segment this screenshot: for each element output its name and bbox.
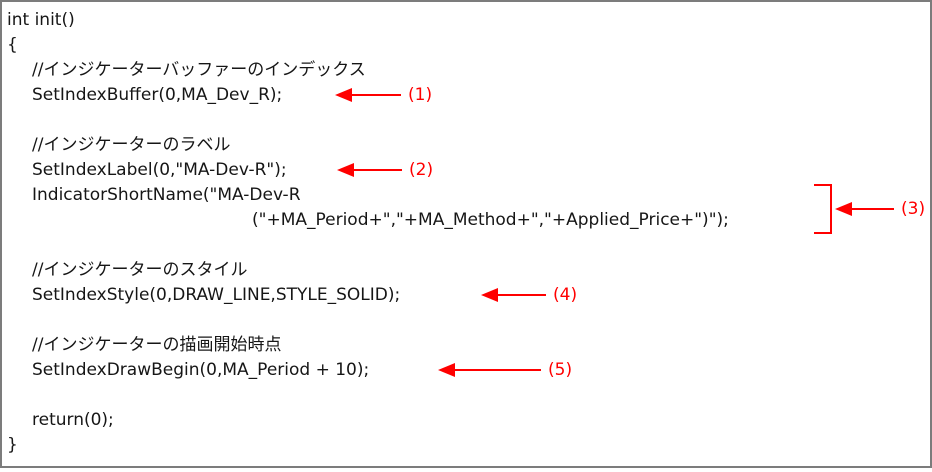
- code-text: }: [7, 435, 18, 455]
- code-text: SetIndexBuffer(0,MA_Dev_R);: [32, 85, 283, 105]
- annotation-label-5: (5): [548, 360, 573, 380]
- code-text: int init(): [7, 10, 75, 30]
- code-line-comment-buffer-index: //インジケーターバッファーのインデックス: [2, 58, 930, 83]
- annotation-arrow-2: (2): [337, 160, 433, 180]
- code-line-blank: [2, 108, 930, 133]
- arrow-line: [498, 294, 546, 296]
- code-comment: //インジケーターのスタイル: [32, 260, 248, 280]
- code-text: IndicatorShortName("MA-Dev-R: [32, 185, 301, 205]
- code-text: {: [7, 35, 18, 55]
- code-block: int init() { //インジケーターバッファーのインデックス SetIn…: [2, 8, 930, 458]
- code-line-indicatorshortname-continuation: ("+MA_Period+","+MA_Method+","+Applied_P…: [2, 208, 930, 233]
- code-text: SetIndexStyle(0,DRAW_LINE,STYLE_SOLID);: [32, 285, 401, 305]
- code-line-indicatorshortname: IndicatorShortName("MA-Dev-R: [2, 183, 930, 208]
- left-arrow-icon: [337, 163, 354, 177]
- code-comment: //インジケーターの描画開始時点: [32, 335, 282, 355]
- annotation-arrow-1: (1): [335, 85, 432, 105]
- arrow-line: [352, 94, 401, 96]
- code-line-setindexbuffer: SetIndexBuffer(0,MA_Dev_R);: [2, 83, 930, 108]
- arrow-line: [852, 208, 894, 210]
- code-line-setindexdrawbegin: SetIndexDrawBegin(0,MA_Period + 10);: [2, 358, 930, 383]
- code-comment: //インジケーターのラベル: [32, 135, 231, 155]
- left-arrow-icon: [835, 202, 852, 216]
- code-line-return: return(0);: [2, 408, 930, 433]
- code-line-comment-style: //インジケーターのスタイル: [2, 258, 930, 283]
- code-line-setindexstyle: SetIndexStyle(0,DRAW_LINE,STYLE_SOLID);: [2, 283, 930, 308]
- annotation-arrow-4: (4): [481, 285, 577, 305]
- annotation-arrow-3: (3): [835, 199, 925, 219]
- code-line-blank: [2, 383, 930, 408]
- code-line-comment-draw-begin: //インジケーターの描画開始時点: [2, 333, 930, 358]
- annotation-label-1: (1): [408, 85, 433, 105]
- annotation-label-4: (4): [553, 285, 578, 305]
- code-line-function-signature: int init(): [2, 8, 930, 33]
- code-text: ("+MA_Period+","+MA_Method+","+Applied_P…: [252, 210, 729, 230]
- code-text: return(0);: [32, 410, 114, 430]
- code-line-close-brace: }: [2, 433, 930, 458]
- annotation-label-3: (3): [901, 199, 926, 219]
- left-arrow-icon: [335, 88, 352, 102]
- arrow-line: [455, 369, 541, 371]
- span-bracket-icon: [814, 184, 832, 234]
- code-comment: //インジケーターバッファーのインデックス: [32, 60, 366, 80]
- arrow-line: [354, 169, 402, 171]
- code-text: SetIndexDrawBegin(0,MA_Period + 10);: [32, 360, 370, 380]
- annotation-label-2: (2): [409, 160, 434, 180]
- left-arrow-icon: [481, 288, 498, 302]
- code-line-comment-label: //インジケーターのラベル: [2, 133, 930, 158]
- code-line-open-brace: {: [2, 33, 930, 58]
- left-arrow-icon: [438, 363, 455, 377]
- code-line-blank: [2, 308, 930, 333]
- annotation-arrow-5: (5): [438, 360, 572, 380]
- code-line-setindexlabel: SetIndexLabel(0,"MA-Dev-R");: [2, 158, 930, 183]
- code-line-blank: [2, 233, 930, 258]
- code-text: SetIndexLabel(0,"MA-Dev-R");: [32, 160, 287, 180]
